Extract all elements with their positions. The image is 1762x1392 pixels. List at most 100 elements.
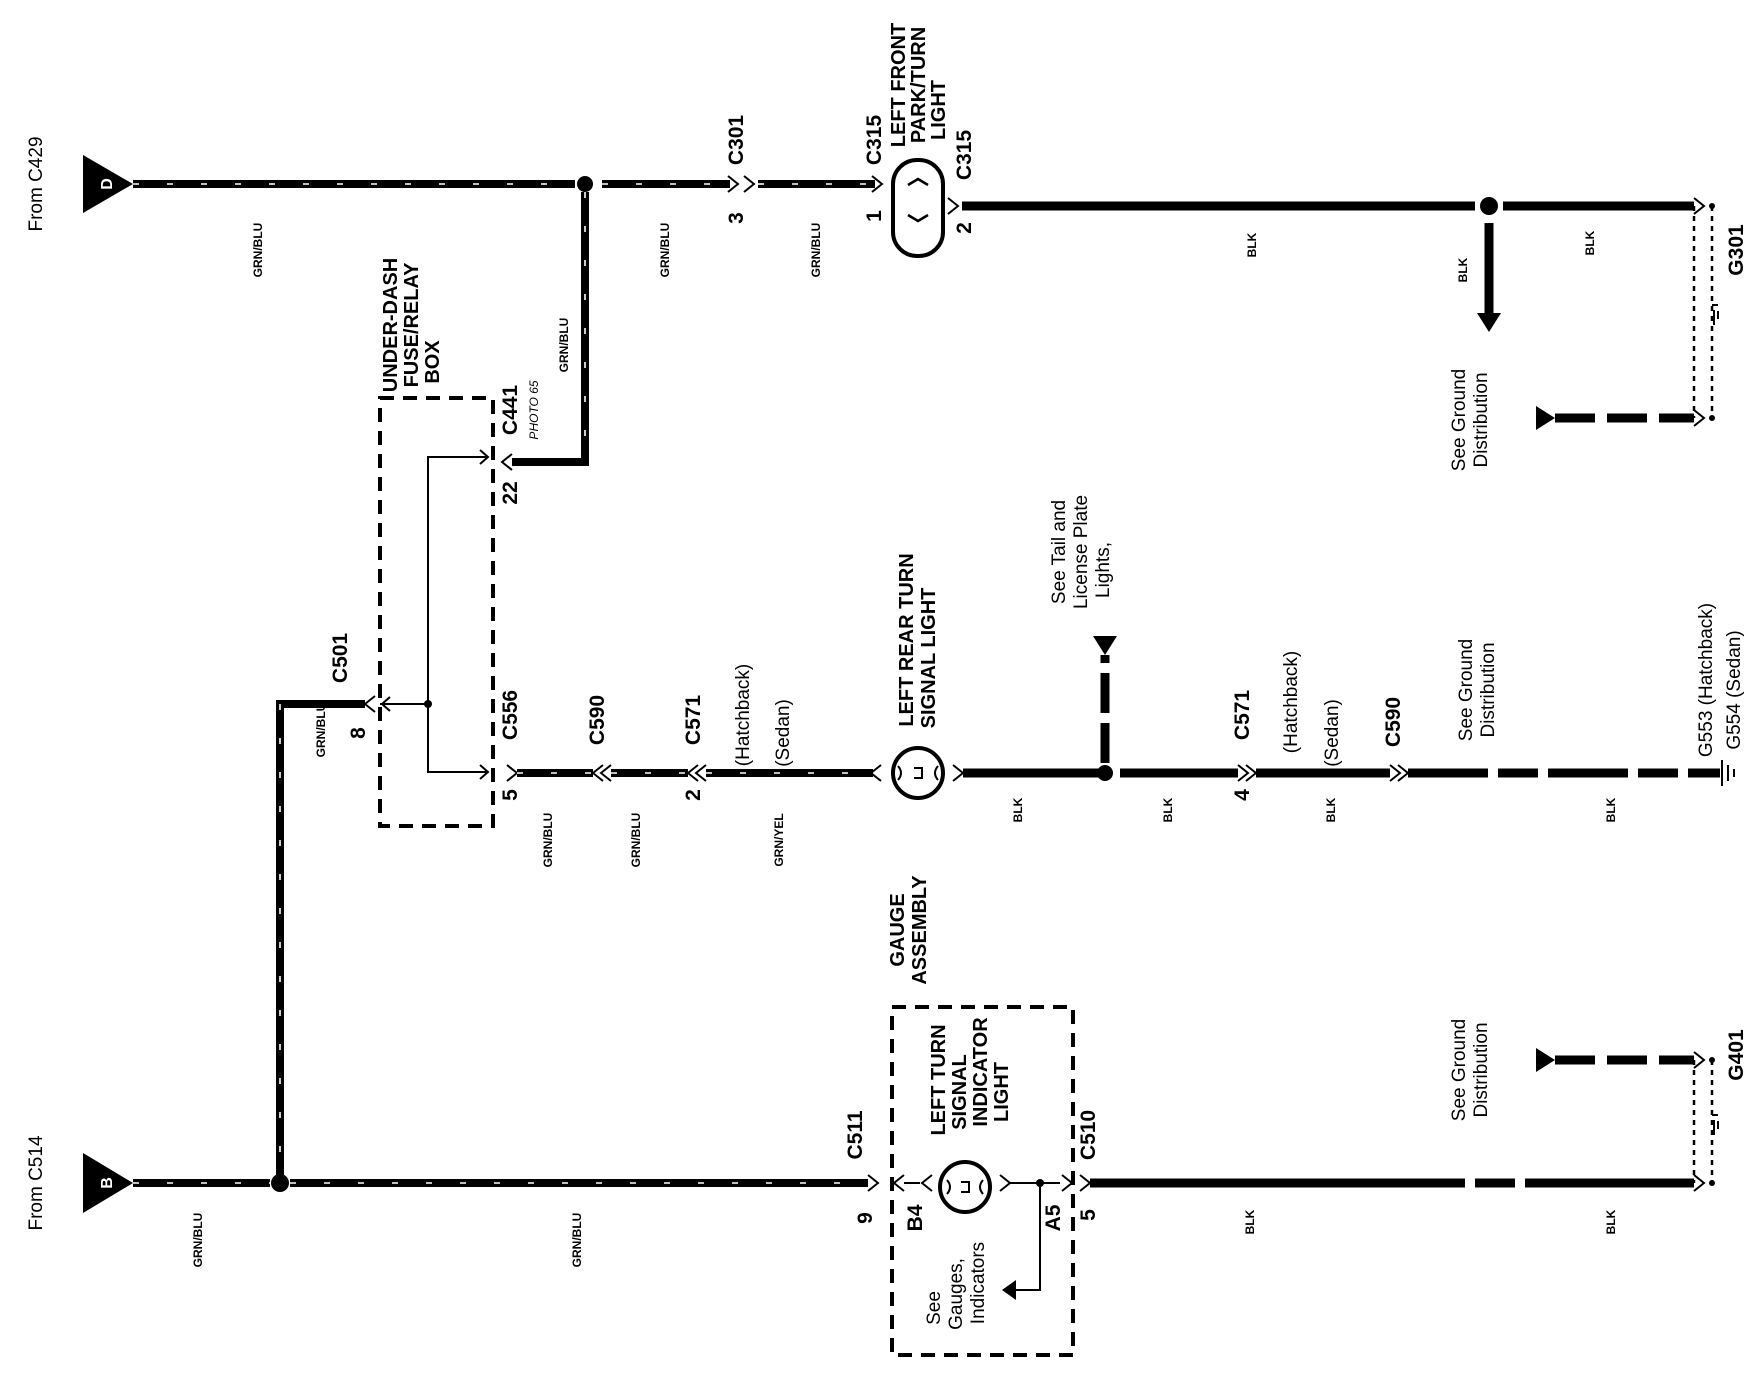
- wire-color-label: GRN/BLU: [251, 223, 265, 278]
- see-gauges-label: Indicators: [968, 1242, 989, 1324]
- indicator-lamp-filament: [946, 1179, 984, 1195]
- rear-lamp-connector-in: [869, 764, 882, 782]
- wire-color-label: BLK: [1245, 232, 1259, 257]
- under-dash-label: FUSE/RELAY: [401, 262, 423, 388]
- see-ground-label: See Ground: [1456, 639, 1477, 741]
- pin-22-label: 22: [499, 481, 522, 504]
- c571-b-label: C571: [1231, 690, 1254, 741]
- ground-dist-arrow-top: [1536, 406, 1555, 430]
- indicator-label: LEFT TURN: [928, 1024, 950, 1135]
- left-rear-lamp-label: SIGNAL LIGHT: [918, 588, 940, 729]
- under-dash-fuse-relay-box: [378, 192, 589, 828]
- sedan-b-label: (Sedan): [1322, 699, 1343, 767]
- c511-connector: [867, 1174, 880, 1192]
- splice-ground-top: [1480, 197, 1498, 215]
- g401-node-top: [1709, 1057, 1715, 1063]
- flag-d-letter: D: [99, 178, 116, 190]
- wire-color-label: GRN/BLU: [658, 223, 672, 278]
- wire-color-label: GRN/BLU: [809, 223, 823, 278]
- wire-color-label: BLK: [1011, 797, 1025, 822]
- wire-color-label: GRN/BLU: [570, 1213, 584, 1268]
- internal-arrow-c556: [479, 764, 490, 780]
- c315-pin-label: C315: [953, 130, 976, 181]
- indicator-to-a5: [999, 1174, 1060, 1192]
- pin-8-label: 8: [347, 727, 370, 739]
- b4-connector: [892, 1174, 905, 1192]
- internal-arrow-c501: [380, 696, 391, 712]
- c571-connector-b: [1237, 764, 1258, 782]
- front-park-turn-circuit: D: [83, 155, 1719, 430]
- left-front-lamp-label: LIGHT: [928, 80, 950, 140]
- g401-connector: [1693, 1174, 1706, 1192]
- c556-connector: [506, 764, 519, 782]
- g301-label: G301: [1725, 224, 1748, 276]
- splice-b: [271, 1174, 289, 1192]
- c556-label: C556: [499, 690, 522, 740]
- see-ground-label: Distribution: [1471, 1022, 1492, 1117]
- indicator-lamp: [938, 1160, 992, 1214]
- gauges-indicators-lead: [1012, 1183, 1041, 1291]
- wire-color-label: BLK: [1161, 797, 1175, 822]
- connector-flag-b: [83, 1153, 133, 1213]
- see-ground-label: Distribution: [1471, 372, 1492, 467]
- wire-color-label: GRN/BLU: [541, 813, 555, 868]
- tail-arrow: [1093, 636, 1117, 655]
- wire-color-label: BLK: [1583, 230, 1597, 255]
- see-ground-arrow-top: [1477, 313, 1501, 332]
- diagram-labels: From C429 From C514 GRN/BLU GRN/BLU GRN/…: [26, 23, 1748, 1330]
- see-gauges-label: Gauges,: [946, 1258, 967, 1330]
- a5-label: A5: [1042, 1204, 1065, 1231]
- wire-splice-to-c441: [512, 192, 589, 466]
- g553-label: G553 (Hatchback): [1696, 603, 1717, 757]
- g301-ground-symbol: [1712, 304, 1719, 325]
- wire-color-label: BLK: [1604, 1209, 1618, 1234]
- c590-connector-a: [591, 764, 612, 782]
- from-c514-label: From C514: [26, 1135, 47, 1230]
- c590-connector-b: [1389, 764, 1410, 782]
- wire-color-label: BLK: [1604, 797, 1618, 822]
- gauge-assembly-outline: [890, 1005, 1075, 1357]
- left-rear-lamp-filament: [897, 765, 939, 781]
- g401-label: G401: [1725, 1029, 1748, 1081]
- hatchback-a-label: (Hatchback): [733, 664, 754, 766]
- see-gauges-label: See: [924, 1291, 945, 1325]
- c315-connector-out: [947, 197, 960, 215]
- c590-a-label: C590: [586, 695, 609, 745]
- pin-9-label: 9: [854, 1212, 877, 1224]
- pin-2-label: 2: [682, 789, 705, 801]
- g301-node-bottom: [1709, 415, 1715, 421]
- c315-top-label: C315: [863, 115, 886, 166]
- c571-a-label: C571: [682, 695, 705, 746]
- photo-label: PHOTO 65: [527, 380, 541, 439]
- see-ground-label: See Ground: [1449, 369, 1470, 471]
- ground-dist-arrow-bottom: [1536, 1048, 1555, 1072]
- c571-connector-a: [686, 764, 707, 782]
- g301-connector: [1693, 197, 1706, 215]
- c501-label: C501: [329, 633, 352, 684]
- b4-to-indicator: [904, 1174, 933, 1192]
- left-front-lamp-label: PARK/TURN: [908, 27, 930, 143]
- wire-color-label: GRN/BLU: [629, 813, 643, 868]
- a5-connector: [1061, 1174, 1074, 1192]
- indicator-label: SIGNAL: [949, 1054, 971, 1130]
- c315-connector-in: [871, 175, 884, 193]
- tail-note-label: See Tail and: [1049, 500, 1070, 604]
- g554-label: G554 (Sedan): [1724, 630, 1745, 749]
- c501-connector: [363, 695, 376, 713]
- flag-b-letter: B: [99, 1177, 116, 1189]
- wire-color-label: BLK: [1324, 797, 1338, 822]
- hatchback-b-label: (Hatchback): [1281, 651, 1302, 753]
- wire-color-label: GRN/YEL: [772, 813, 786, 866]
- c510-label: C510: [1077, 1110, 1100, 1160]
- indicator-label: LIGHT: [991, 1062, 1013, 1122]
- gauge-assembly-label: GAUGE: [887, 893, 909, 966]
- wire-color-label: BLK: [1456, 257, 1470, 282]
- connector-flag-d: [83, 155, 133, 213]
- gauges-arrow: [1002, 1280, 1016, 1300]
- wire-color-label: GRN/BLU: [191, 1213, 205, 1268]
- wire-color-label: GRN/BLU: [557, 318, 571, 373]
- g401-top-connector: [1693, 1051, 1706, 1069]
- indicator-circuit: B: [83, 695, 1719, 1357]
- g553-ground-symbol: [1721, 760, 1735, 786]
